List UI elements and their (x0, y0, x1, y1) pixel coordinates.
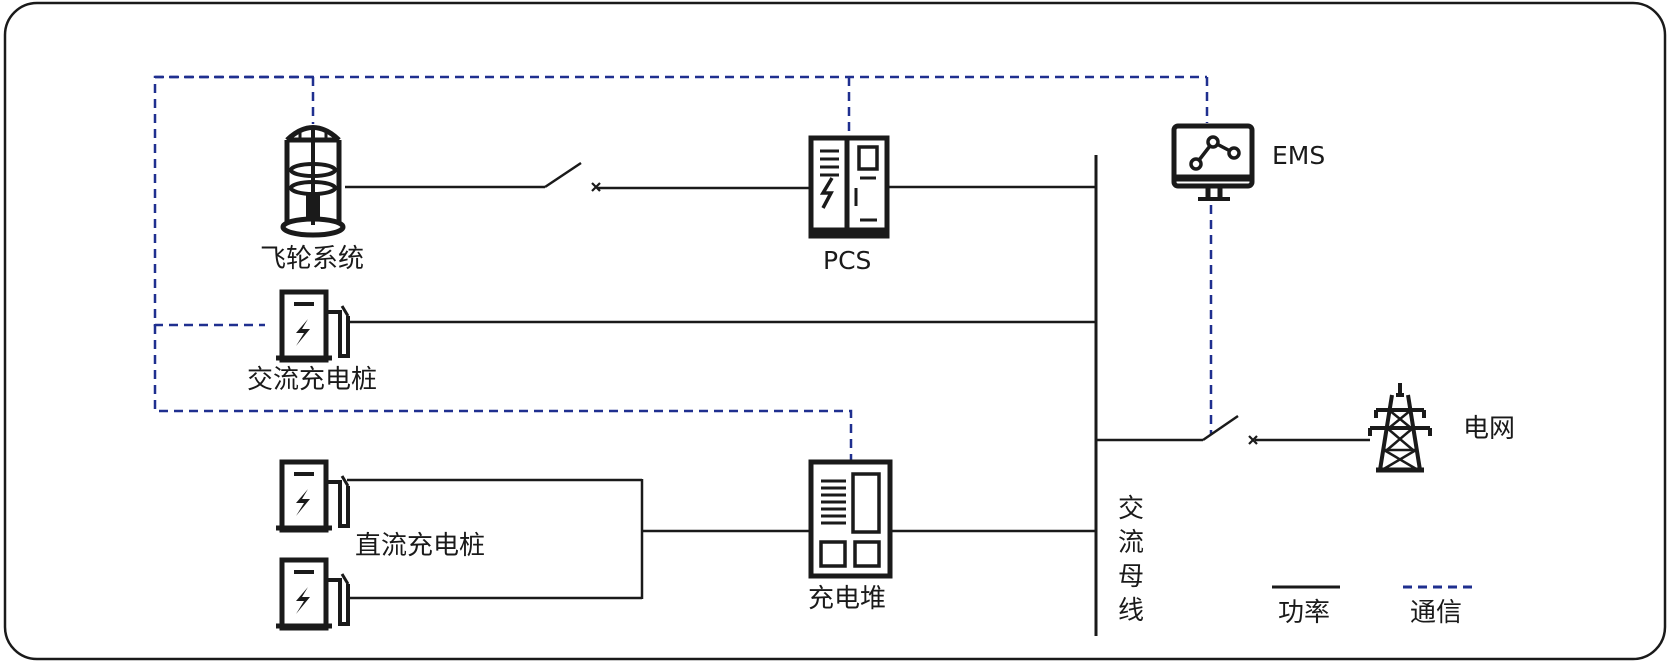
communication-lines (153, 75, 1213, 462)
diagram-frame (3, 1, 1667, 661)
ac-bus-label: 交流母线 (1117, 494, 1144, 626)
charging-stack-icon (808, 459, 893, 579)
flywheel-switch (544, 161, 582, 189)
dc-charger-label: 直流充电桩 (355, 531, 486, 561)
dc-charger-icon (276, 560, 348, 628)
ems-label: EMS (1272, 141, 1326, 170)
ac-charger-icon (276, 292, 348, 360)
power-lines (345, 155, 1370, 636)
switch-icon (591, 182, 1258, 445)
pcs-cabinet-icon (808, 135, 890, 239)
pcs-label: PCS (823, 246, 872, 275)
transmission-tower-icon (1368, 383, 1432, 473)
grid-switch (1202, 414, 1239, 442)
ac-charger-label: 交流充电桩 (247, 365, 378, 395)
grid-label: 电网 (1463, 414, 1516, 444)
ems-monitor-icon (1171, 123, 1255, 201)
dc-charger-icon (276, 462, 348, 530)
legend-comm-label: 通信 (1410, 598, 1463, 628)
flywheel-icon (280, 125, 346, 238)
charging-stack-label: 充电堆 (808, 584, 887, 614)
flywheel-label: 飞轮系统 (260, 244, 365, 274)
legend-power-label: 功率 (1278, 598, 1331, 628)
